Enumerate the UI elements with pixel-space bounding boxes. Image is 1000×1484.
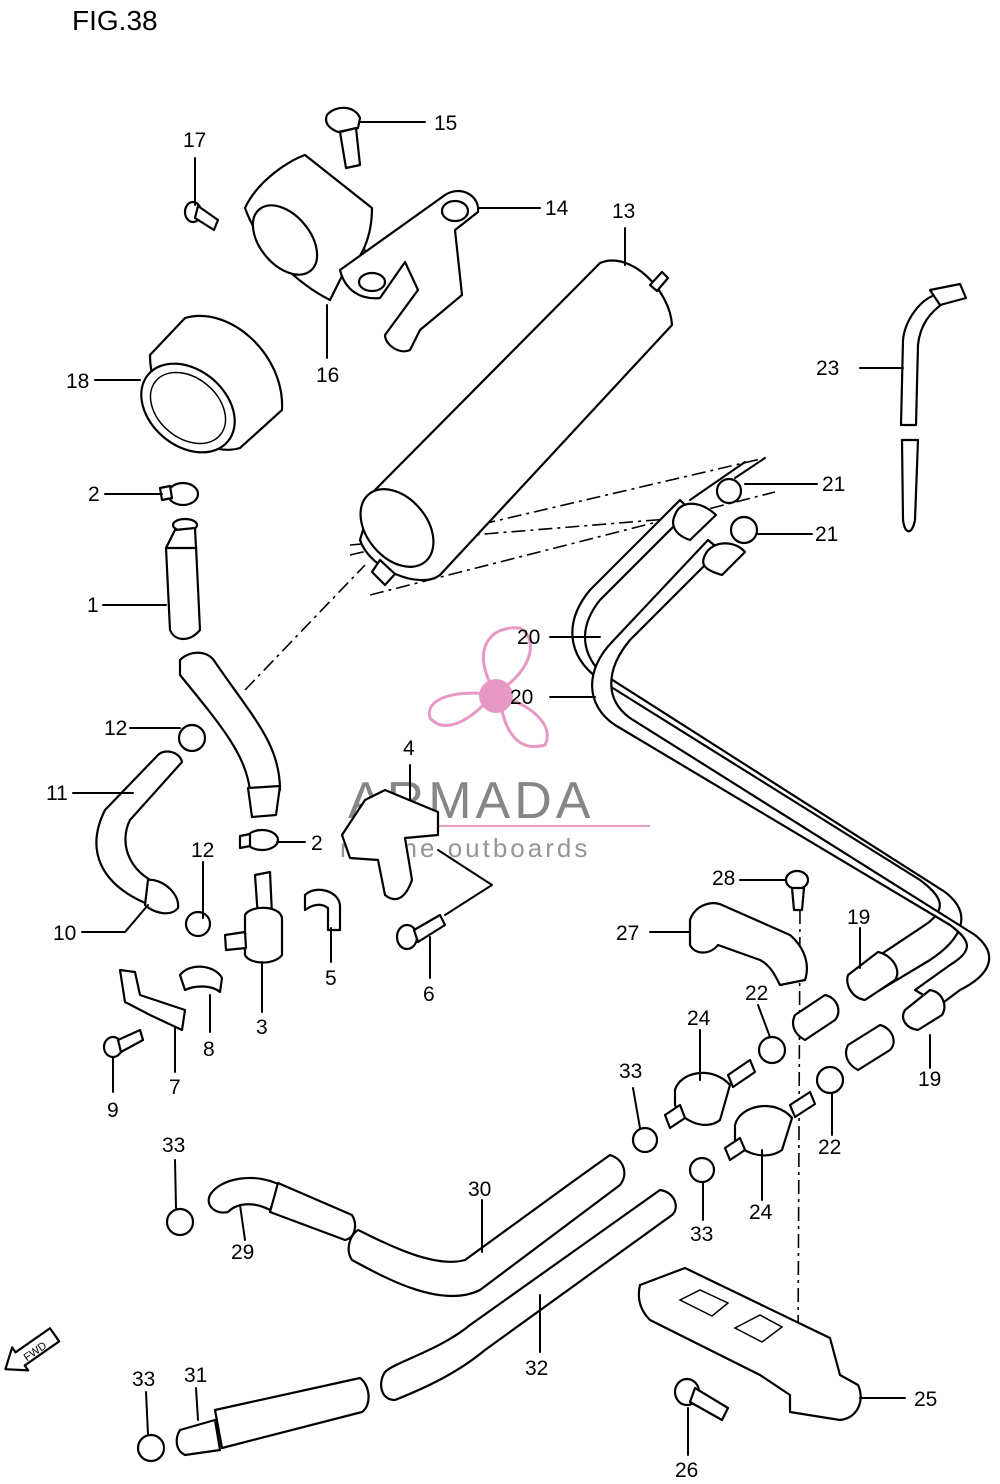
callout-33-left: 33 [162,1134,185,1157]
grommet-5 [303,888,342,932]
callout-30: 30 [468,1178,491,1201]
callout-2-top: 2 [88,483,100,506]
callout-28: 28 [712,867,735,890]
callout-4: 4 [403,737,415,760]
callout-24-lower: 24 [749,1201,773,1224]
callout-26: 26 [675,1459,698,1482]
callout-15: 15 [434,112,457,135]
callout-20-lower: 20 [510,686,533,709]
hose-19-pair [846,950,946,1032]
callout-19-upper: 19 [847,906,870,929]
clamp-2-mid [238,828,280,852]
hose-30 [347,1153,626,1298]
callout-14: 14 [545,197,569,220]
callout-23: 23 [816,357,839,380]
hose-bend-upper [178,651,282,819]
grommet-8 [178,965,224,994]
bolt-26 [673,1377,730,1422]
callout-25: 25 [914,1388,937,1411]
hose-10-11 [95,750,184,915]
check-valve-3 [223,870,284,964]
screw-6 [395,913,447,951]
hose-20-pair [571,498,991,1007]
canister-bracket [183,106,480,353]
clamp-33 [136,1126,716,1463]
hose-32 [380,1188,677,1402]
clamp-21 [715,477,759,545]
callout-24-upper: 24 [687,1007,711,1030]
callout-21-upper: 21 [822,473,845,496]
callout-10: 10 [53,922,76,945]
clamp-22 [757,1035,845,1095]
callout-11: 11 [46,782,68,805]
air-intake-cap [140,315,284,454]
callout-1: 1 [87,594,99,617]
hose-29 [207,1176,357,1242]
callout-labels: 15 17 14 13 16 18 2 1 12 11 12 10 2 3 4 … [46,112,941,1482]
fuel-filter-24 [663,1058,817,1162]
clamp-2-top [158,481,200,507]
fwd-arrow: FWD [4,1327,61,1372]
callout-21-lower: 21 [815,523,838,546]
callout-33-right-upper: 33 [619,1060,642,1083]
callout-6: 6 [423,983,435,1006]
canister [358,259,674,587]
callout-5: 5 [325,967,337,990]
propeller-icon [427,626,549,748]
screw-9 [102,1028,145,1059]
callout-12-upper: 12 [104,717,127,740]
clip-7 [118,968,187,1032]
callout-31: 31 [184,1364,207,1387]
callout-8: 8 [203,1038,215,1061]
callout-7: 7 [169,1076,181,1099]
clamp-12 [177,723,212,938]
callout-32: 32 [525,1357,548,1380]
callout-29: 29 [231,1241,254,1264]
hose-1 [164,517,202,641]
callout-12-lower: 12 [191,839,214,862]
callout-20-upper: 20 [517,626,540,649]
callout-18: 18 [66,370,89,393]
strap-23 [899,282,968,533]
bracket-4 [340,788,440,901]
bracket-27 [688,902,808,987]
callout-22-lower: 22 [818,1136,841,1159]
callout-33-right-lower: 33 [690,1223,713,1246]
callout-3: 3 [256,1016,268,1039]
hose-31 [175,1376,370,1457]
callout-13: 13 [612,200,635,223]
callout-2-mid: 2 [311,832,323,855]
screw-28 [784,869,810,912]
figure-title: FIG.38 [72,5,158,36]
callout-27: 27 [616,922,639,945]
callout-17: 17 [183,129,206,152]
bracket-25 [637,1266,862,1422]
callout-33-bottom: 33 [132,1368,155,1391]
callout-19-lower: 19 [918,1068,941,1091]
callout-22-upper: 22 [745,982,768,1005]
hose-stubs-22 [791,993,895,1072]
callout-16: 16 [316,364,339,387]
leader-lines [72,121,931,1456]
callout-9: 9 [107,1099,119,1122]
